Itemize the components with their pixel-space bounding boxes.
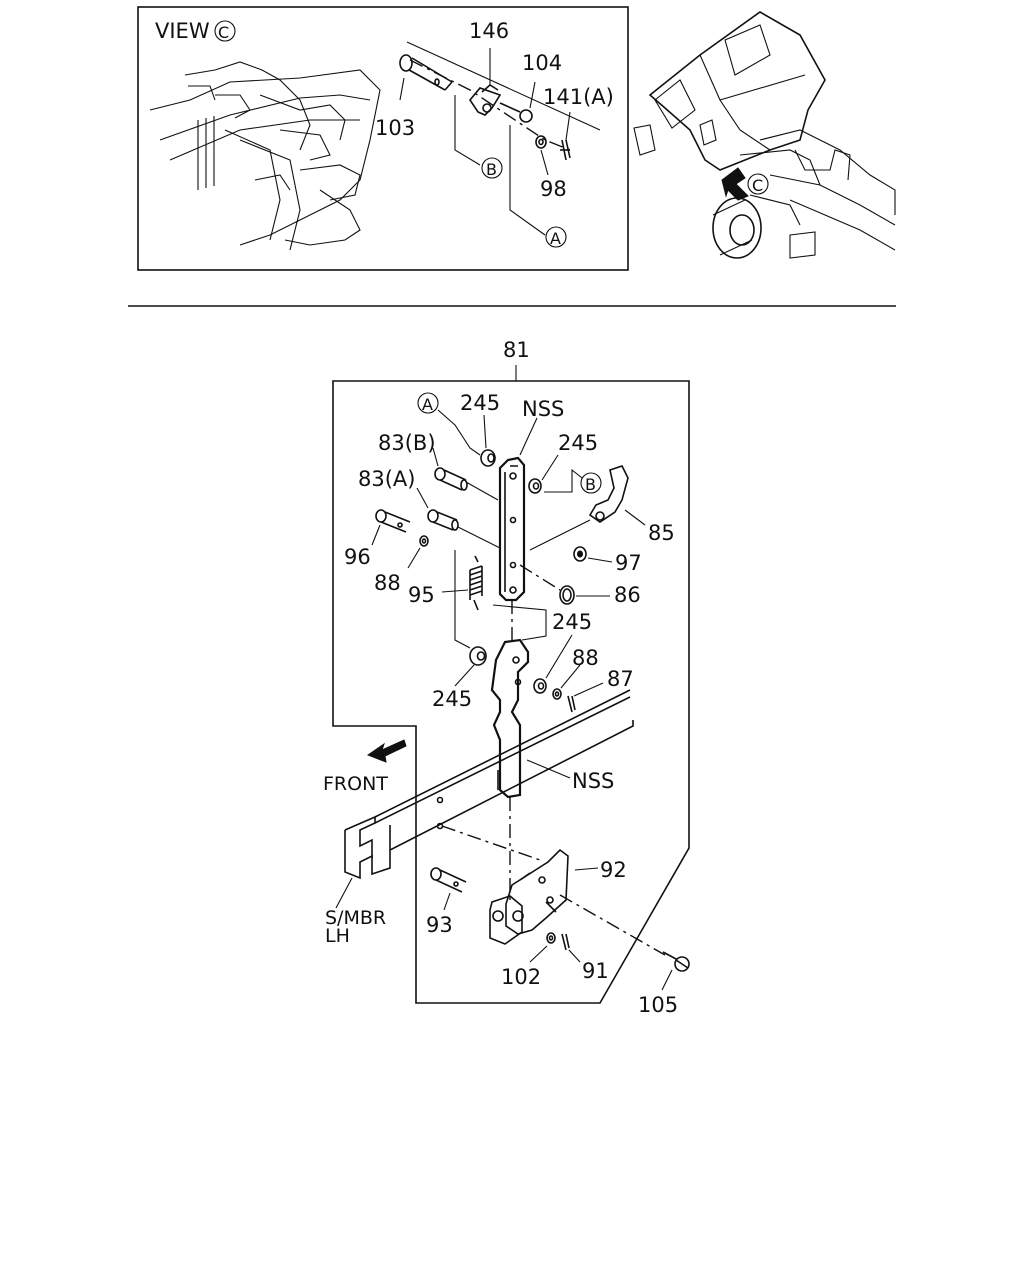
front-wheel <box>712 197 762 259</box>
assembly-81-outline <box>332 380 690 1004</box>
part-97-washer <box>573 546 587 562</box>
callout-96: 96 <box>344 545 371 569</box>
lh-label: LH <box>325 925 350 947</box>
marker-a-main: A <box>417 392 439 414</box>
callout-141a: 141(A) <box>543 85 614 109</box>
view-marker-circle: C <box>214 20 236 42</box>
callout-91: 91 <box>582 959 609 983</box>
part-102-washer <box>546 932 556 944</box>
part-245-bushing-b <box>528 478 542 494</box>
part-95-spring <box>469 555 483 611</box>
part-96-pin <box>375 509 411 533</box>
part-98-washer <box>535 135 547 149</box>
front-arrow <box>366 739 407 763</box>
lower-plate-nss <box>490 638 530 799</box>
view-chassis-sketch <box>149 61 381 251</box>
front-label: FRONT <box>323 773 388 795</box>
callout-88-a: 88 <box>374 571 401 595</box>
callout-81: 81 <box>503 338 530 362</box>
callout-83a: 83(A) <box>358 467 415 491</box>
marker-b-view: B <box>481 157 503 179</box>
callout-97: 97 <box>615 551 642 575</box>
callout-98: 98 <box>540 177 567 201</box>
upper-link-nss <box>498 456 526 602</box>
main-assembly: 81 NSS 245 A 245 <box>323 338 690 1017</box>
part-87-cotter-pin <box>567 695 576 713</box>
marker-c-truck: C <box>747 173 769 195</box>
marker-b-view-text: B <box>486 160 497 179</box>
part-245-bushing-d <box>469 646 487 666</box>
part-245-bushing-a <box>480 449 496 467</box>
marker-a-view-text: A <box>550 229 561 248</box>
marker-c-truck-text: C <box>752 176 763 195</box>
marker-a-view: A <box>545 226 567 248</box>
view-c-panel: VIEW C 103 <box>137 6 629 271</box>
part-103-pin <box>399 54 453 91</box>
marker-a-main-text: A <box>422 395 433 414</box>
truck-overview: C <box>633 11 896 259</box>
callout-93: 93 <box>426 913 453 937</box>
callout-245-a: 245 <box>460 391 500 415</box>
part-86-ring <box>559 585 575 605</box>
view-direction-arrow <box>721 167 749 201</box>
part-92-bracket <box>505 848 569 935</box>
callout-95: 95 <box>408 583 435 607</box>
callout-103: 103 <box>375 116 415 140</box>
lower-clevis <box>489 895 524 945</box>
callout-86: 86 <box>614 583 641 607</box>
part-93-pin <box>430 867 467 893</box>
part-105-bolt <box>662 951 690 972</box>
callout-88-b: 88 <box>572 646 599 670</box>
callout-92: 92 <box>600 858 627 882</box>
part-83a-bolt <box>427 509 459 531</box>
callout-245-c: 245 <box>552 610 592 634</box>
callout-245-b: 245 <box>558 431 598 455</box>
part-245-bushing-c <box>533 678 547 694</box>
callout-nss-top: NSS <box>522 397 564 421</box>
callout-102: 102 <box>501 965 541 989</box>
callout-83b: 83(B) <box>378 431 436 455</box>
view-label: VIEW <box>155 19 210 43</box>
part-83b-bolt <box>434 467 468 491</box>
view-marker-text: C <box>218 23 229 42</box>
callout-245-d: 245 <box>432 687 472 711</box>
side-member-rail <box>344 689 634 880</box>
callout-146: 146 <box>469 19 509 43</box>
callout-85: 85 <box>648 521 675 545</box>
part-88-washer-b <box>552 688 562 700</box>
marker-b-main: B <box>580 472 602 494</box>
part-85-bracket <box>588 465 629 523</box>
callout-nss-bottom: NSS <box>572 769 614 793</box>
part-104-bolt <box>499 102 533 123</box>
view-panel-frame <box>137 6 629 271</box>
callout-87: 87 <box>607 667 634 691</box>
smbr-label: S/MBR <box>325 907 386 929</box>
part-91-cotter-pin <box>561 933 570 951</box>
part-88-washer-a <box>419 535 429 547</box>
callout-104: 104 <box>522 51 562 75</box>
callout-105: 105 <box>638 993 678 1017</box>
marker-b-main-text: B <box>585 475 596 494</box>
